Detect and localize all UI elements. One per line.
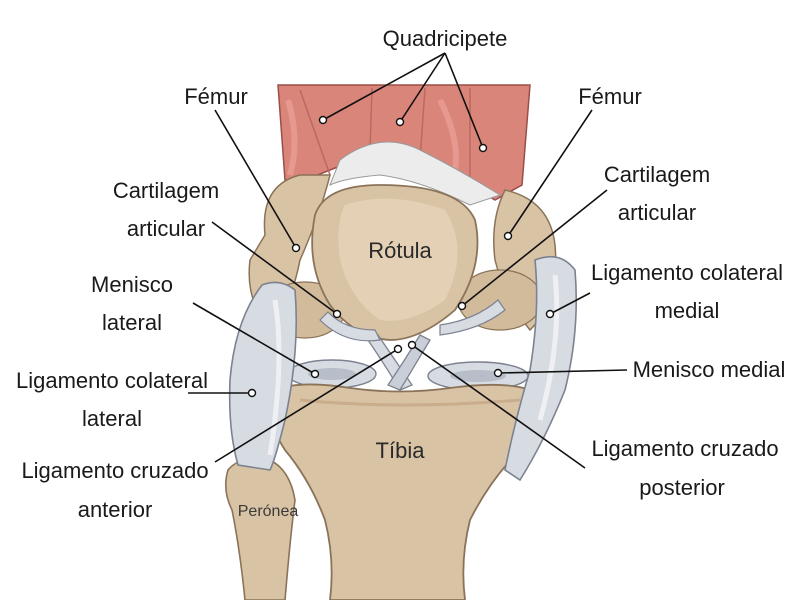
label-femur-left: Fémur [184, 84, 248, 109]
articular-cartilage [319, 299, 506, 342]
label-lcl-line1: Ligamento colateral [16, 368, 208, 393]
label-cartilage-right-line1: Cartilagem [604, 162, 710, 187]
cruciate-ligaments [367, 334, 431, 391]
label-cartilage-left-line1: Cartilagem [113, 178, 219, 203]
label-meniscus-medial: Menisco medial [633, 357, 786, 382]
label-cartilage-right-line2: articular [618, 200, 696, 225]
leader-lines [188, 52, 628, 469]
leader-dots [247, 115, 555, 398]
label-acl-line1: Ligamento cruzado [21, 458, 208, 483]
tibia-bone [270, 383, 539, 600]
label-pcl-line1: Ligamento cruzado [591, 436, 778, 461]
label-meniscus-lateral-line2: lateral [102, 310, 162, 335]
patella-bone [311, 184, 479, 341]
quadriceps-muscle [277, 84, 531, 206]
label-fibula: Perónea [238, 503, 299, 520]
label-femur-right: Fémur [578, 84, 642, 109]
label-lcl-line2: lateral [82, 406, 142, 431]
label-patella: Rótula [368, 238, 432, 263]
label-mcl-line1: Ligamento colateral [591, 260, 783, 285]
fibula-bone [224, 457, 296, 600]
label-quadriceps: Quadricipete [383, 26, 508, 51]
label-acl-line2: anterior [78, 497, 153, 522]
label-mcl-line2: medial [655, 298, 720, 323]
lateral-collateral-ligament [228, 281, 298, 471]
label-tibia: Tíbia [376, 438, 426, 463]
label-pcl-line2: posterior [639, 475, 725, 500]
label-meniscus-lateral-line1: Menisco [91, 272, 173, 297]
label-cartilage-left-line2: articular [127, 216, 205, 241]
